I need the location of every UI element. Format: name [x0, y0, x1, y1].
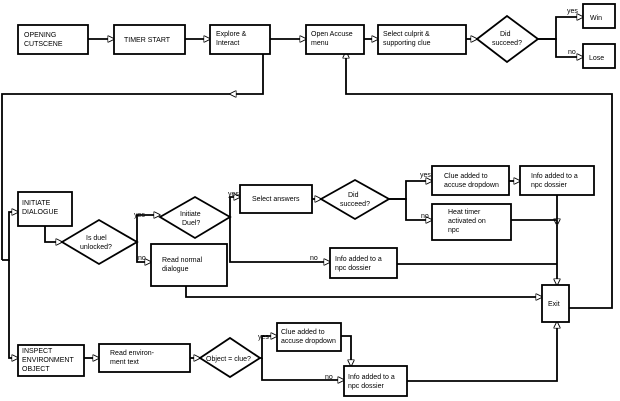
arrow-initiate-no — [229, 217, 330, 262]
process-boxes — [17, 3, 616, 397]
label-exit: Exit — [548, 301, 560, 308]
arrow-duel-succeed-yes — [389, 181, 432, 200]
arrow-clue-to-info — [341, 335, 351, 366]
arrow-exit-to-accuse — [346, 52, 613, 309]
box-opening-cutscene — [17, 24, 89, 55]
decision-diamonds — [60, 14, 540, 379]
box-info-added-mid — [329, 247, 398, 279]
branch-yes-initiate: yes — [228, 191, 239, 198]
arrow-explore-loop — [230, 51, 264, 94]
branch-yes-duel: yes — [134, 212, 145, 219]
box-select-culprit — [377, 24, 467, 55]
box-open-accuse-menu — [305, 24, 365, 55]
label-select-answers: Select answers — [252, 196, 300, 203]
diamond-object-is-clue — [198, 336, 262, 379]
diamond-initiate-duel — [158, 195, 232, 240]
label-lose: Lose — [589, 55, 604, 62]
box-explore-interact — [209, 24, 271, 55]
box-read-env-text — [98, 343, 191, 373]
box-lose — [582, 43, 616, 69]
arrow-duel-no — [136, 242, 151, 262]
line-heat-join — [511, 219, 558, 224]
diamond-is-duel-unlocked — [60, 218, 139, 266]
box-read-normal-dialogue — [150, 243, 228, 287]
arrow-to-initiate-dialogue — [2, 212, 18, 261]
arrow-initiate-yes — [229, 197, 240, 217]
diamond-did-succeed-duel — [319, 178, 391, 221]
label-win: Win — [590, 15, 602, 22]
box-info-added-inspect — [343, 365, 408, 397]
box-clue-added-inspect — [276, 322, 342, 352]
box-heat-timer — [431, 203, 512, 241]
diamond-did-succeed-top — [475, 14, 540, 64]
label-read-env-text: Read environ-ment text — [110, 350, 155, 366]
label-object-is-clue: Object = clue? — [206, 356, 251, 363]
arrow-to-inspect-object — [8, 260, 18, 358]
arrow-dialogue-to-duel-check — [44, 225, 62, 242]
arrow-info-to-exit — [407, 322, 557, 382]
left-trunk-line — [1, 93, 230, 260]
label-timer-start: TIMER START — [124, 37, 171, 44]
branch-labels: yes no yes no yes no yes no yes no — [134, 8, 578, 381]
branch-no-lose: no — [568, 49, 576, 56]
arrow-duel-yes — [136, 215, 160, 242]
box-clue-added-duel — [431, 165, 510, 196]
branch-no-initiate: no — [310, 255, 318, 262]
label-explore-interact: Explore &Interact — [216, 31, 247, 47]
box-win — [582, 3, 616, 29]
arrow-succeed-to-lose — [538, 38, 583, 57]
box-exit — [541, 284, 570, 323]
arrow-succeed-to-win — [538, 17, 583, 40]
arrow-duel-succeed-no — [389, 198, 432, 220]
branch-no-clue: no — [325, 374, 333, 381]
branch-yes-win: yes — [567, 8, 578, 15]
box-timer-start — [113, 24, 186, 55]
branch-no-duel: no — [138, 255, 146, 262]
box-select-answers — [239, 184, 313, 214]
box-inspect-object — [17, 344, 85, 377]
arrow-clue-no — [261, 358, 344, 380]
branch-yes-clue: yes — [258, 334, 269, 341]
box-initiate-dialogue — [17, 191, 73, 227]
arrow-normal-to-exit — [184, 282, 542, 297]
branch-no-succeed: no — [421, 213, 429, 220]
connectors — [1, 17, 613, 382]
label-select-culprit: Select culprit &supporting clue — [383, 31, 431, 47]
box-info-added-duel — [519, 165, 595, 196]
branch-yes-succeed: yes — [420, 172, 431, 179]
